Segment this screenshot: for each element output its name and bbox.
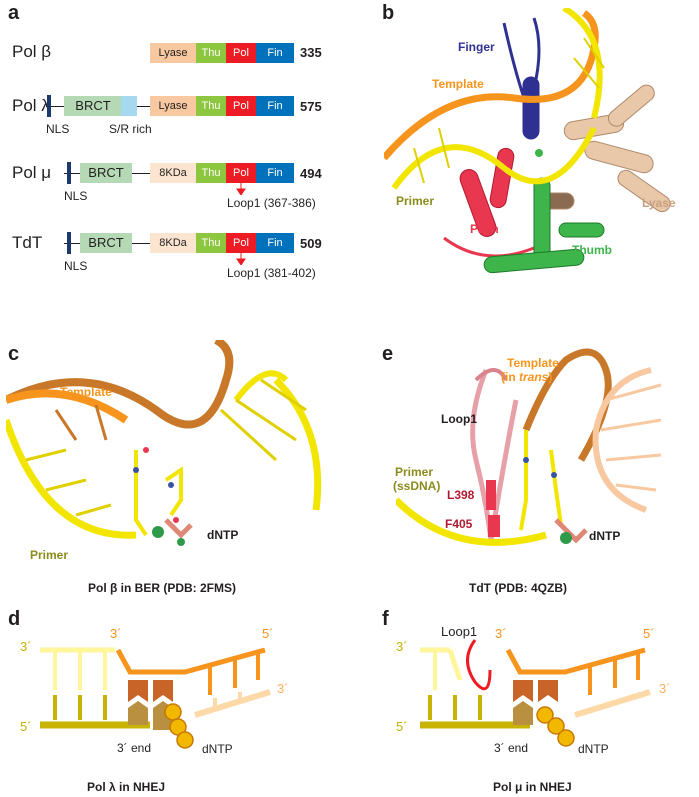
thumb-domain: Thu — [196, 233, 226, 253]
primer-label: Primer — [396, 194, 435, 208]
8kda-domain: 8KDa — [150, 163, 196, 183]
label-3prime: 3´ — [659, 681, 671, 696]
loop1-marker-icon — [236, 183, 246, 195]
panel-letter-e: e — [382, 343, 394, 365]
primer-ssdna-label: (ssDNA) — [393, 479, 441, 493]
label-3prime: 3´ — [495, 626, 507, 641]
protein-name-tdt: TdT — [12, 233, 43, 252]
panel-letter-b: b — [382, 2, 395, 24]
primer-label: Primer — [30, 548, 69, 562]
label-5prime: 5´ — [20, 719, 32, 734]
finger-domain: Fin — [256, 96, 294, 116]
template-label: Template — [432, 77, 484, 91]
brct-domain: BRCT — [80, 163, 132, 183]
label-3prime-end: 3´ end — [494, 741, 529, 755]
protein-length: 509 — [300, 236, 322, 251]
8kda-domain: 8KDa — [150, 233, 196, 253]
finger-domain: Fin — [256, 163, 294, 183]
thumb-label: Thumb — [572, 243, 612, 257]
panel-b-structure-image — [384, 8, 671, 274]
label-3prime: 3´ — [110, 626, 122, 641]
panel-e-structure-image — [396, 348, 662, 546]
sr-rich-region — [121, 96, 137, 116]
protein-name-pol-mu: Pol μ — [12, 163, 52, 182]
loop1-label: Loop1 — [441, 624, 478, 639]
palm-label: Palm — [470, 222, 499, 236]
loop1-label: Loop1 — [441, 412, 477, 426]
pol-domain: Pol — [226, 233, 256, 253]
panel-letter-c: c — [8, 343, 20, 365]
label-3prime: 3´ — [20, 639, 32, 654]
nls-marker — [47, 95, 51, 117]
primer-label: Primer — [395, 465, 434, 479]
f405-label: F405 — [445, 517, 473, 531]
template-in-trans-label: (in trans) — [501, 370, 553, 384]
thumb-domain: Thu — [196, 163, 226, 183]
loop1-range-label: Loop1 (381-402) — [227, 266, 316, 280]
dntp-label: dNTP — [578, 742, 609, 756]
label-3prime: 3´ — [396, 639, 408, 654]
dntp-label: dNTP — [202, 742, 233, 756]
label-3prime: 3´ — [277, 681, 289, 696]
panel-e-caption: TdT (PDB: 4QZB) — [469, 581, 567, 595]
protein-name-pol-lambda: Pol λ — [12, 96, 50, 115]
protein-length: 494 — [300, 166, 322, 181]
label-5prime: 5´ — [262, 626, 274, 641]
nls-label: NLS — [46, 122, 70, 136]
sr-rich-label: S/R rich — [109, 122, 152, 136]
nls-label: NLS — [64, 259, 88, 273]
panel-f-caption: Pol μ in NHEJ — [493, 780, 572, 794]
label-3prime-end: 3´ end — [117, 741, 152, 755]
dntp-label: dNTP — [207, 528, 239, 542]
panel-letter-d: d — [8, 608, 21, 630]
panel-d-caption: Pol λ in NHEJ — [87, 780, 166, 794]
loop1-marker-icon — [236, 253, 246, 265]
panel-c-structure-image — [6, 340, 322, 546]
panel-f-schematic — [420, 639, 651, 747]
pol-domain: Pol — [226, 96, 256, 116]
finger-label: Finger — [458, 40, 495, 54]
protein-length: 335 — [300, 45, 322, 60]
template-label: Template — [60, 385, 112, 399]
pol-domain: Pol — [226, 43, 256, 63]
nls-marker — [67, 162, 71, 184]
pol-domain: Pol — [226, 163, 256, 183]
lyase-label: Lyase — [642, 196, 676, 210]
thumb-domain: Thu — [196, 96, 226, 116]
nls-label: NLS — [64, 189, 88, 203]
template-label: Template — [507, 356, 559, 370]
thumb-domain: Thu — [196, 43, 226, 63]
loop1-range-label: Loop1 (367-386) — [227, 196, 316, 210]
dntp-label: dNTP — [589, 529, 621, 543]
finger-domain: Fin — [256, 233, 294, 253]
lyase-domain: Lyase — [150, 96, 196, 116]
protein-name-pol-beta: Pol β — [12, 42, 52, 61]
panel-letter-a: a — [8, 2, 20, 24]
protein-length: 575 — [300, 99, 322, 114]
nls-marker — [67, 232, 71, 254]
panel-c-caption: Pol β in BER (PDB: 2FMS) — [88, 581, 236, 595]
panel-letter-f: f — [382, 608, 389, 630]
brct-domain: BRCT — [80, 233, 132, 253]
lyase-domain: Lyase — [150, 43, 196, 63]
brct-domain: BRCT — [64, 96, 122, 116]
label-5prime: 5´ — [396, 719, 408, 734]
finger-domain: Fin — [256, 43, 294, 63]
label-5prime: 5´ — [643, 626, 655, 641]
panel-d-schematic — [40, 647, 271, 749]
l398-label: L398 — [447, 488, 475, 502]
